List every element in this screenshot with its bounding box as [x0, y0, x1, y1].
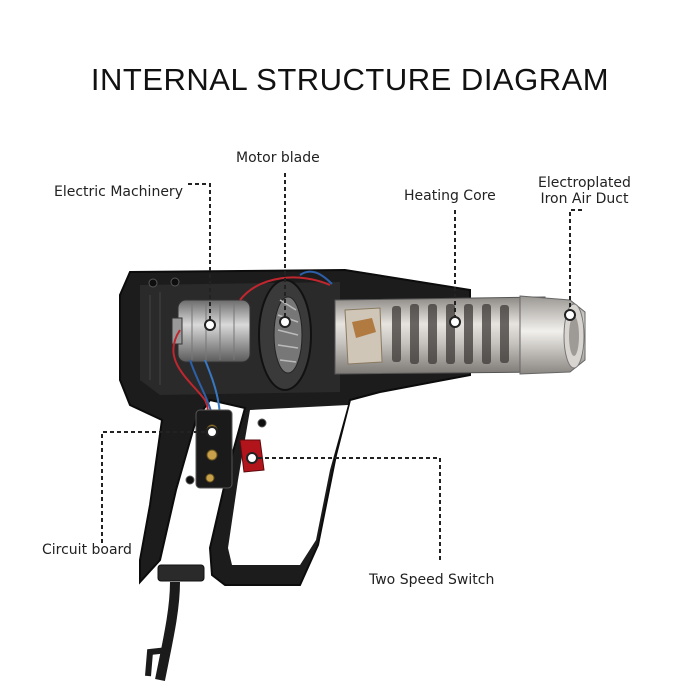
label-electroplated-air-duct: Electroplated Iron Air Duct	[538, 175, 631, 207]
heating-core	[334, 296, 546, 375]
motor	[171, 299, 251, 363]
power-cord	[145, 564, 205, 681]
label-electric-machinery: Electric Machinery	[54, 184, 183, 200]
leader-circuit-board	[101, 431, 212, 543]
label-heating-core: Heating Core	[404, 188, 496, 204]
air-duct	[519, 295, 586, 375]
label-two-speed-switch: Two Speed Switch	[369, 572, 495, 588]
leader-lines	[101, 173, 582, 560]
motor-fan	[258, 279, 312, 391]
diagram-title: INTERNAL STRUCTURE DIAGRAM	[90, 62, 610, 97]
leader-air-duct	[569, 209, 582, 315]
leader-two-speed-switch	[252, 457, 441, 560]
leader-electric-machinery	[188, 183, 211, 325]
target-markers	[204, 309, 576, 464]
circuit-board	[195, 409, 233, 489]
label-motor-blade: Motor blade	[236, 150, 320, 166]
label-circuit-board: Circuit board	[42, 542, 132, 558]
